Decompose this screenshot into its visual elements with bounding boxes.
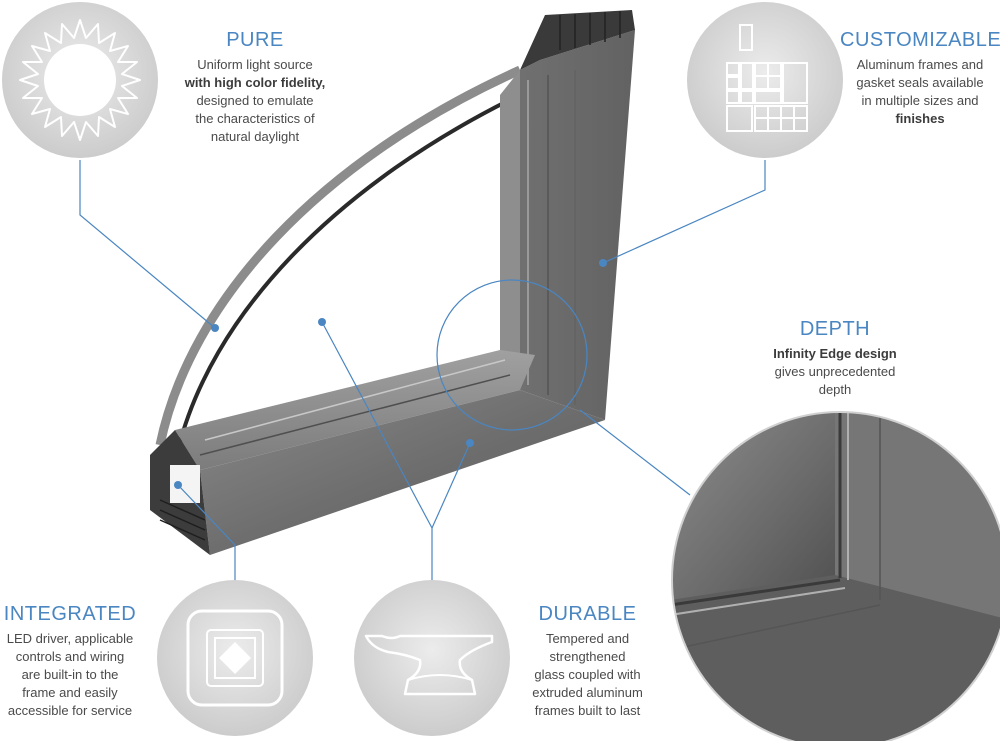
pure-description: Uniform light source with high color fid… [184,57,326,144]
sun-icon [2,2,158,158]
integrated-title: INTEGRATED [3,603,137,625]
durable-marker-dot-2 [466,439,474,447]
pure-connector [79,160,216,329]
window-grid-icon [687,2,843,158]
bottom-rail-top [175,350,535,470]
durable-description: Tempered and strengthened glass coupled … [532,631,643,718]
depth-zoom-view [671,411,1000,741]
durable-callout: DURABLE Tempered and strengthened glass … [515,602,660,720]
durable-connector-right [431,442,471,529]
connector-lines [79,160,766,580]
depth-description: Infinity Edge design gives unprecedented… [773,346,897,397]
depth-callout: DEPTH Infinity Edge design gives unprece… [750,317,920,399]
zoom-origin-circle [436,279,588,431]
customizable-connector [602,160,766,264]
customizable-description: Aluminum frames and gasket seals availab… [856,57,984,126]
pure-marker-dot [211,324,219,332]
vertical-frame-face [520,30,635,420]
led-module-icon [157,580,313,736]
integrated-marker-dot [174,481,182,489]
outer-glass-pane [155,65,522,446]
integrated-description: LED driver, applicable controls and wiri… [6,631,134,718]
pure-title: PURE [226,29,284,51]
vertical-frame-side [500,70,520,390]
depth-title: DEPTH [799,318,871,340]
anvil-icon [354,580,510,736]
customizable-title: CUSTOMIZABLE [840,29,1000,51]
integrated-connector [177,484,236,580]
window-frame-model [150,10,635,555]
durable-marker-dot-1 [318,318,326,326]
durable-title: DURABLE [538,603,637,625]
inner-glass-pane [176,88,531,451]
customizable-marker-dot [599,259,607,267]
depth-connector [579,409,691,496]
integrated-callout: INTEGRATED LED driver, applicable contro… [0,602,140,720]
top-profile-cap [520,10,635,70]
pure-callout: PURE Uniform light source with high colo… [160,28,350,146]
customizable-callout: CUSTOMIZABLE Aluminum frames and gasket … [840,28,1000,128]
